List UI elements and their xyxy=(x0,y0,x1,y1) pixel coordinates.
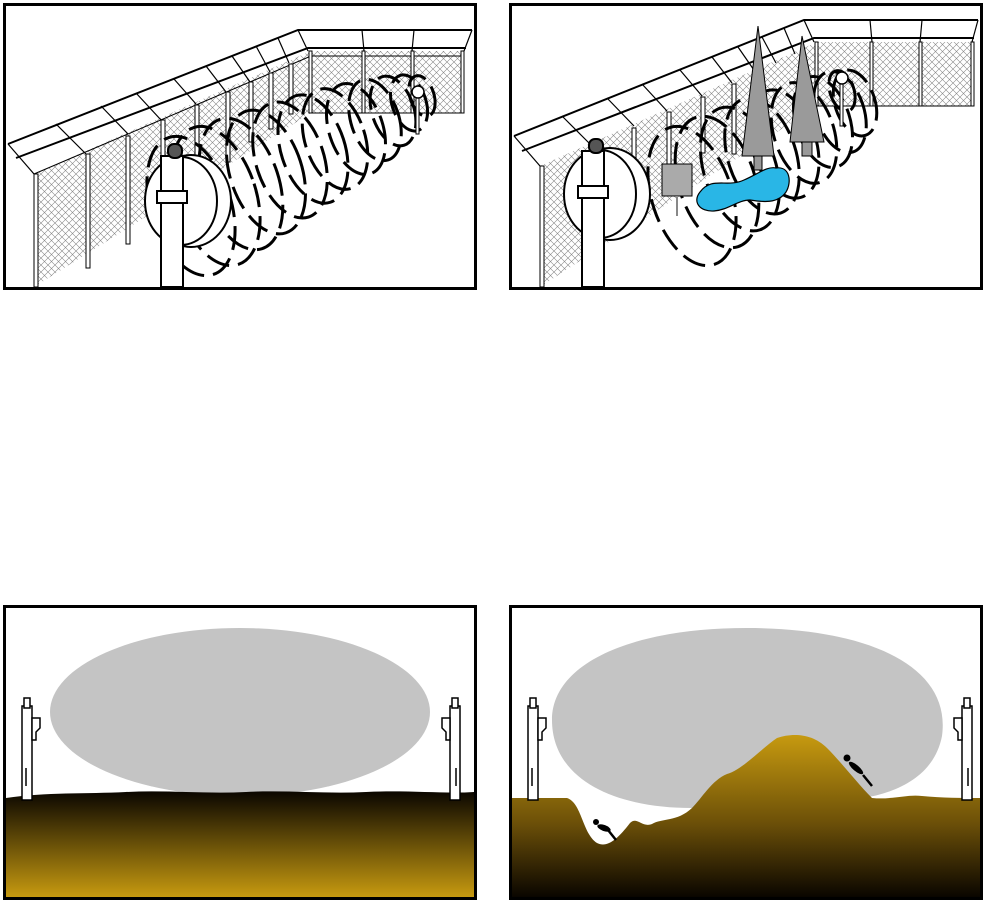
obstacle-beam-scene xyxy=(512,6,980,287)
sensor-post-left xyxy=(528,698,546,800)
detection-zone xyxy=(50,628,430,796)
sensor-post-right xyxy=(442,698,460,800)
chain-link-fence xyxy=(8,30,472,287)
crawling-intruder xyxy=(593,819,616,840)
flat-ground-scene xyxy=(6,608,474,897)
sensor-post-left xyxy=(22,698,40,800)
ground xyxy=(6,791,474,897)
panel-beam-with-obstacles xyxy=(509,3,983,290)
fence-beam-scene xyxy=(6,6,474,287)
panel-beam-flat-ground xyxy=(3,605,477,900)
sensor-post-right xyxy=(954,698,972,800)
transmitter-unit xyxy=(564,139,650,287)
panel-beam-along-fence xyxy=(3,3,477,290)
uneven-ground-scene xyxy=(512,608,980,897)
panel-beam-uneven-ground xyxy=(509,605,983,900)
